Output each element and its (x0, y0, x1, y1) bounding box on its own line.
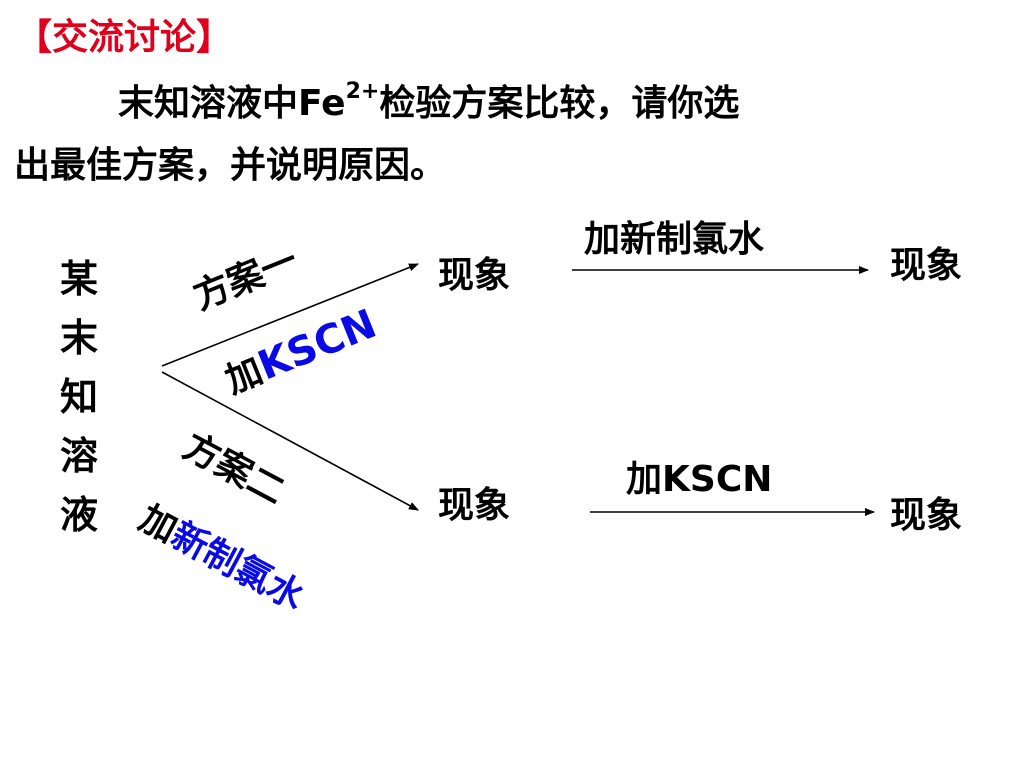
plan1-step2-reagent: 加新制氯水 (584, 219, 765, 260)
branch-line-plan2 (161, 371, 419, 511)
solution-char: 知 (59, 375, 98, 419)
solution-char: 某 (59, 257, 98, 301)
solution-char: 末 (59, 316, 98, 360)
question-line-1-text: 末知溶液中Fe (118, 83, 346, 124)
question-line-1: 末知溶液中Fe2+检验方案比较，请你选 (118, 74, 739, 126)
plan2-step2-result: 现象 (890, 495, 963, 536)
section-heading: 【交流讨论】 (16, 17, 233, 58)
solution-char: 溶 (59, 434, 98, 478)
branch-line-plan1 (161, 263, 419, 367)
plan1-step2-result: 现象 (890, 245, 963, 286)
solution-char: 液 (59, 493, 98, 537)
question-line-1-tail: 检验方案比较，请你选 (379, 83, 740, 124)
question-line-2: 出最佳方案，并说明原因。 (14, 145, 447, 186)
unknown-solution-label: 某 末 知 溶 液 (54, 250, 104, 545)
plan2-step2-reagent: 加KSCN (626, 459, 773, 500)
plan2-result: 现象 (438, 485, 511, 526)
plan1-result: 现象 (438, 255, 511, 296)
charge-superscript: 2+ (345, 79, 380, 104)
